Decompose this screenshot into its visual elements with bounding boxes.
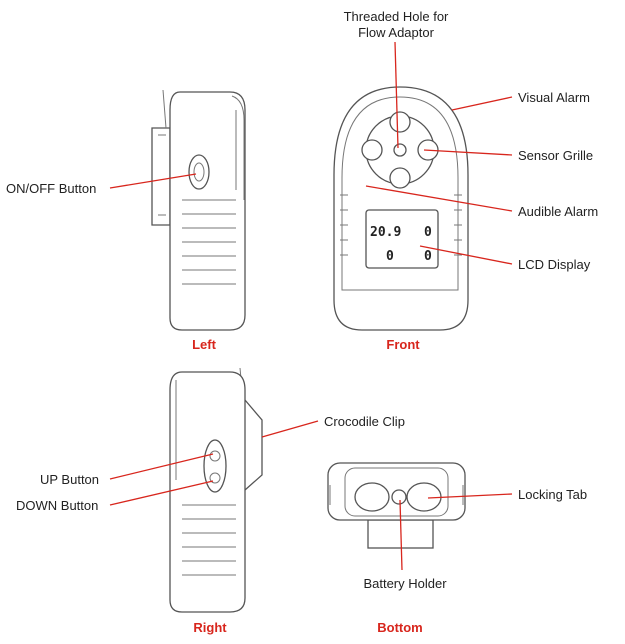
leader-down-button bbox=[109, 480, 214, 506]
up-down-button-shape bbox=[203, 439, 227, 493]
lcd-reading-1: 20.9 bbox=[370, 225, 401, 240]
leader-battery-holder bbox=[399, 499, 403, 571]
left-view-device bbox=[151, 89, 246, 331]
leader-audible-alarm bbox=[365, 185, 513, 212]
view-caption-left: Left bbox=[192, 337, 217, 352]
leader-lines bbox=[109, 41, 513, 571]
label-lcd-display: LCD Display bbox=[518, 257, 591, 272]
label-sensor-grille: Sensor Grille bbox=[518, 148, 593, 163]
front-side-notches bbox=[340, 194, 462, 256]
bottom-view-device bbox=[327, 462, 466, 549]
label-up-button: UP Button bbox=[40, 472, 99, 487]
right-view-device bbox=[169, 367, 263, 613]
label-threaded-hole-line1: Threaded Hole for bbox=[344, 9, 449, 24]
view-caption-bottom: Bottom bbox=[377, 620, 423, 635]
lcd-reading-4: 0 bbox=[424, 249, 432, 264]
leader-visual-alarm bbox=[451, 96, 513, 111]
label-on-off-button: ON/OFF Button bbox=[6, 181, 96, 196]
label-locking-tab: Locking Tab bbox=[518, 487, 587, 502]
lcd-reading-3: 0 bbox=[386, 249, 394, 264]
view-caption-front: Front bbox=[386, 337, 420, 352]
on-off-button-shape bbox=[188, 154, 210, 190]
left-side-ribs bbox=[182, 199, 236, 285]
label-visual-alarm: Visual Alarm bbox=[518, 90, 590, 105]
right-side-ribs bbox=[182, 504, 236, 576]
label-battery-holder: Battery Holder bbox=[363, 576, 447, 591]
lcd-display-shape: 20.9 0 0 0 bbox=[365, 209, 439, 269]
label-down-button: DOWN Button bbox=[16, 498, 98, 513]
leader-up-button bbox=[109, 453, 214, 480]
leader-crocodile-clip bbox=[261, 420, 319, 438]
leader-lcd-display bbox=[419, 245, 513, 265]
leader-threaded-hole bbox=[394, 41, 399, 149]
leader-sensor-grille bbox=[423, 149, 513, 156]
label-threaded-hole-line2: Flow Adaptor bbox=[358, 25, 435, 40]
label-crocodile-clip: Crocodile Clip bbox=[324, 414, 405, 429]
leader-on-off bbox=[109, 173, 197, 189]
label-audible-alarm: Audible Alarm bbox=[518, 204, 598, 219]
lcd-reading-2: 0 bbox=[424, 225, 432, 240]
view-caption-right: Right bbox=[193, 620, 227, 635]
leader-locking-tab bbox=[427, 493, 513, 499]
front-view-device: 20.9 0 0 0 bbox=[333, 86, 469, 331]
